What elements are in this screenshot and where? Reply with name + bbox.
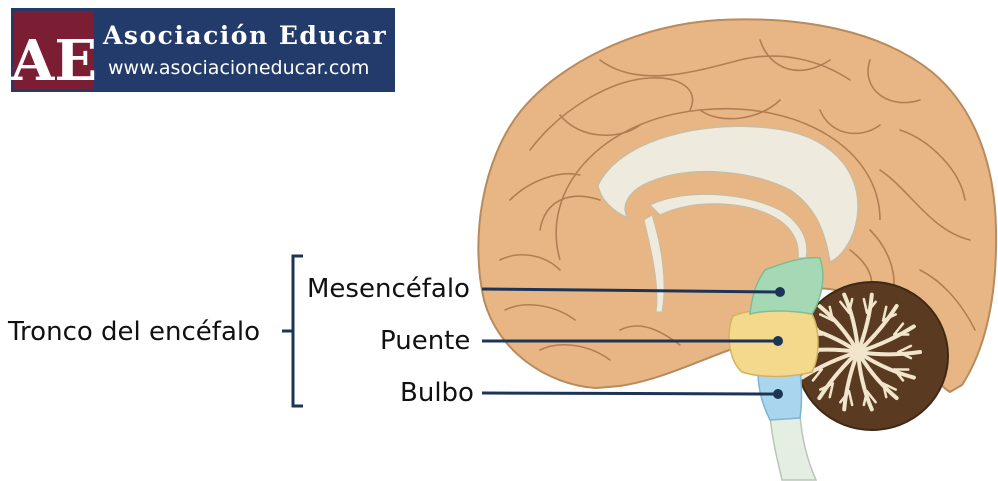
folia-branch [817,350,860,401]
folia-twig [811,368,823,382]
midbrain-region [749,256,824,316]
folia-branch [800,350,860,380]
folia-twig [881,382,888,399]
folia-twig [897,344,913,354]
logo-mark: AE [10,28,97,94]
folia-twig [828,382,835,399]
medulla-leader [481,391,779,396]
folia-twig [893,322,905,336]
folia-twig [847,297,854,314]
leader-dots [773,287,785,399]
folia-twig [828,305,835,322]
folia-branch [856,350,922,357]
folia-branch [856,350,874,412]
folia-branch [856,292,874,354]
folia-twig [862,297,869,314]
spinal-cord [769,414,818,481]
corpus-callosum [597,125,859,264]
folia-branch [842,292,860,354]
medulla-label: Bulbo [400,378,474,408]
folia-twig [847,390,854,407]
midbrain-label: Mesencéfalo [307,274,470,304]
midbrain-dot [775,287,785,297]
folia-branch [856,350,899,401]
leader-lines [481,287,781,396]
logo-url: www.asociacioneducar.com [108,57,369,79]
cerebellum [794,281,949,431]
folia-branch [842,350,860,412]
folia-twig [881,305,888,322]
group-label: Tronco del encéfalo [7,317,260,347]
folia-branch [817,303,860,354]
logo-title: Asociación Educar [102,21,387,50]
folia-twig [862,390,869,407]
folia-twig [819,313,835,322]
logo: AE Asociación Educar www.asociacioneduca… [10,8,395,94]
folia-twig [865,300,877,314]
folia-twig [839,300,851,314]
midbrain-leader [481,287,781,294]
pons-label: Puente [380,326,470,356]
medulla-dot [773,389,783,399]
cingulate-sulcus [555,108,881,261]
brainstem-bracket [282,254,303,408]
fornix-column [643,214,665,313]
folia-twig [881,382,897,391]
folia-branch [856,350,916,380]
folia-twig [839,390,851,404]
folia-branch [856,303,899,354]
folia-branch [856,324,916,354]
folia-twig [865,390,877,404]
folia-twig [893,368,905,382]
folia-twig [819,382,835,391]
pons-dot [773,336,783,346]
folia-twig [881,313,897,322]
logo-mark-background [14,11,94,89]
folia-twig [897,350,913,360]
